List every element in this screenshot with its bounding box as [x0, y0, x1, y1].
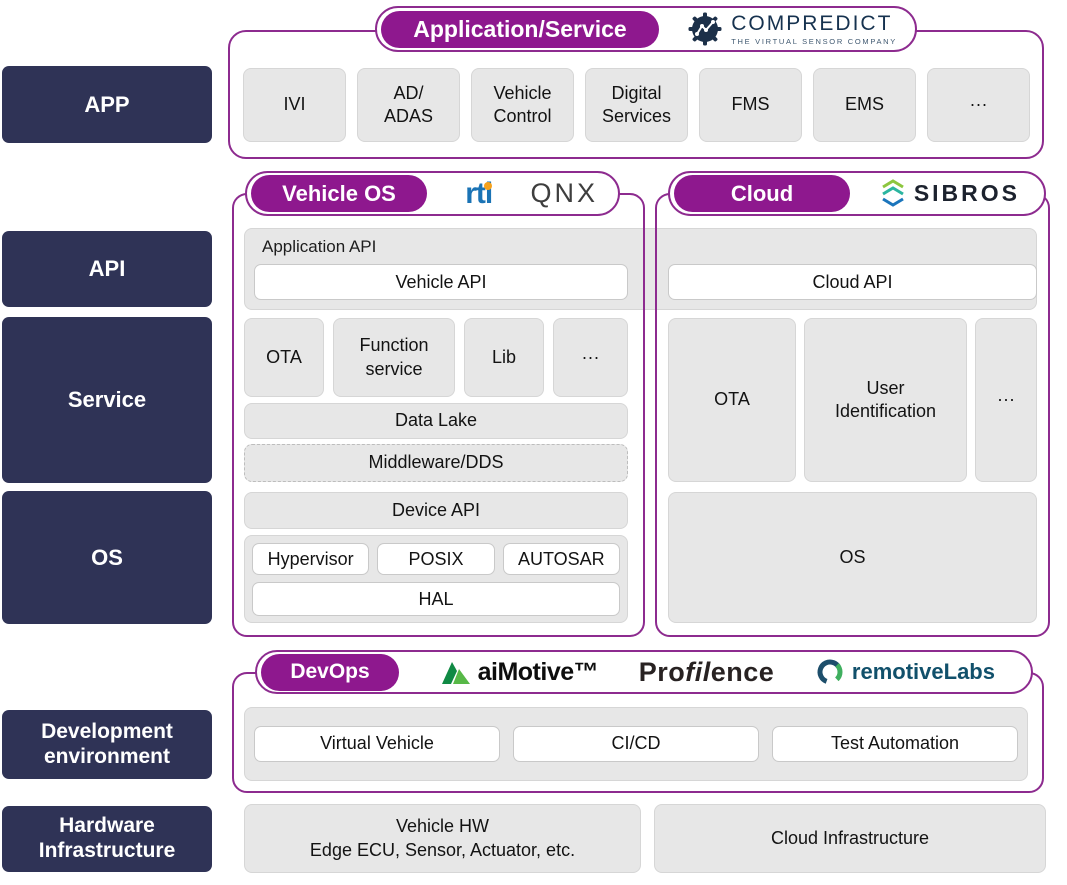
app-box-ellipsis: ··· [927, 68, 1030, 142]
vehicle-os-group [232, 193, 645, 637]
rail-development-environment: Development environment [2, 710, 212, 779]
vehicle-os-pill: Vehicle OS [251, 175, 427, 212]
posix-box: POSIX [377, 543, 495, 575]
vehicle-service-row: OTA Function service Lib ··· [244, 318, 628, 397]
data-lake-bar: Data Lake [244, 403, 628, 439]
aimotive-icon [441, 662, 470, 684]
cloud-group [655, 193, 1050, 637]
sibros-icon [882, 178, 904, 207]
app-box-ad-adas: AD/ ADAS [357, 68, 460, 142]
cloud-service-row: OTA User Identification ··· [668, 318, 1037, 482]
profilence-ence: ence [710, 656, 775, 687]
devops-header: DevOps aiMotive™ Profilence remotiveLabs [255, 650, 1033, 694]
cloud-api-box: Cloud API [668, 264, 1037, 300]
aimotive-name: aiMotive™ [477, 657, 599, 686]
app-box-ems: EMS [813, 68, 916, 142]
vehicle-os-kernel-box: Hypervisor POSIX AUTOSAR HAL [244, 535, 628, 623]
application-service-header: Application/Service COMPREDICT [375, 6, 917, 52]
compredict-logo: COMPREDICT THE VIRTUAL SENSOR COMPANY [687, 11, 897, 47]
app-box-fms: FMS [699, 68, 802, 142]
remotivelabs-icon [817, 659, 843, 685]
app-box-vehicle-control: Vehicle Control [471, 68, 574, 142]
cloud-os-box: OS [668, 492, 1037, 623]
app-boxes-row: IVI AD/ ADAS Vehicle Control Digital Ser… [243, 68, 1030, 142]
app-box-ivi: IVI [243, 68, 346, 142]
compredict-gear-icon [688, 12, 722, 46]
cloud-service-user-identification: User Identification [804, 318, 967, 482]
cloud-infrastructure-box: Cloud Infrastructure [654, 804, 1046, 873]
vehicle-api-box: Vehicle API [254, 264, 628, 300]
cloud-service-ellipsis: ··· [975, 318, 1037, 482]
sibros-logo: SIBROS [879, 178, 1020, 210]
cloud-pill: Cloud [674, 175, 850, 212]
profilence-logo: Profilence [639, 657, 775, 688]
rail-app: APP [2, 66, 212, 143]
vehicle-os-header: Vehicle OS rti QNX [245, 171, 620, 216]
qnx-logo: QNX [530, 178, 598, 208]
autosar-box: AUTOSAR [502, 543, 620, 575]
vehicle-service-ellipsis: ··· [553, 318, 628, 397]
virtual-vehicle-box: Virtual Vehicle [254, 726, 500, 762]
cicd-box: CI/CD [513, 726, 759, 762]
aimotive-logo: aiMotive™ [440, 658, 599, 687]
hal-box: HAL [252, 582, 620, 616]
remotivelabs-name: remotiveLabs [851, 659, 995, 684]
vehicle-service-ota: OTA [244, 318, 324, 397]
compredict-tagline: THE VIRTUAL SENSOR COMPANY [731, 36, 897, 46]
cloud-service-ota: OTA [668, 318, 796, 482]
vehicle-service-function-service: Function service [333, 318, 455, 397]
app-box-digital-services: Digital Services [585, 68, 688, 142]
application-api-label: Application API [262, 237, 377, 256]
vehicle-service-lib: Lib [464, 318, 544, 397]
cloud-header: Cloud SIBROS [668, 171, 1046, 216]
rti-logo: rti [465, 176, 493, 210]
middleware-dds-bar: Middleware/DDS [244, 444, 628, 482]
device-api-bar: Device API [244, 492, 628, 529]
compredict-name: COMPREDICT [731, 11, 893, 35]
kernel-row: Hypervisor POSIX AUTOSAR [252, 543, 620, 575]
profilence-pro: Pro [638, 656, 686, 687]
vehicle-hw-box: Vehicle HW Edge ECU, Sensor, Actuator, e… [244, 804, 641, 873]
rail-os: OS [2, 491, 212, 624]
devops-tools-wrap: Virtual Vehicle CI/CD Test Automation [244, 707, 1028, 781]
hypervisor-box: Hypervisor [252, 543, 370, 575]
test-automation-box: Test Automation [772, 726, 1018, 762]
sibros-name: SIBROS [913, 180, 1020, 206]
rail-hardware-infrastructure: Hardware Infrastructure [2, 806, 212, 872]
rail-service: Service [2, 317, 212, 483]
devops-pill: DevOps [261, 653, 399, 691]
remotivelabs-logo: remotiveLabs [815, 657, 995, 687]
rail-api: API [2, 231, 212, 307]
profilence-fil: fil [685, 656, 711, 687]
application-service-pill: Application/Service [381, 10, 659, 48]
